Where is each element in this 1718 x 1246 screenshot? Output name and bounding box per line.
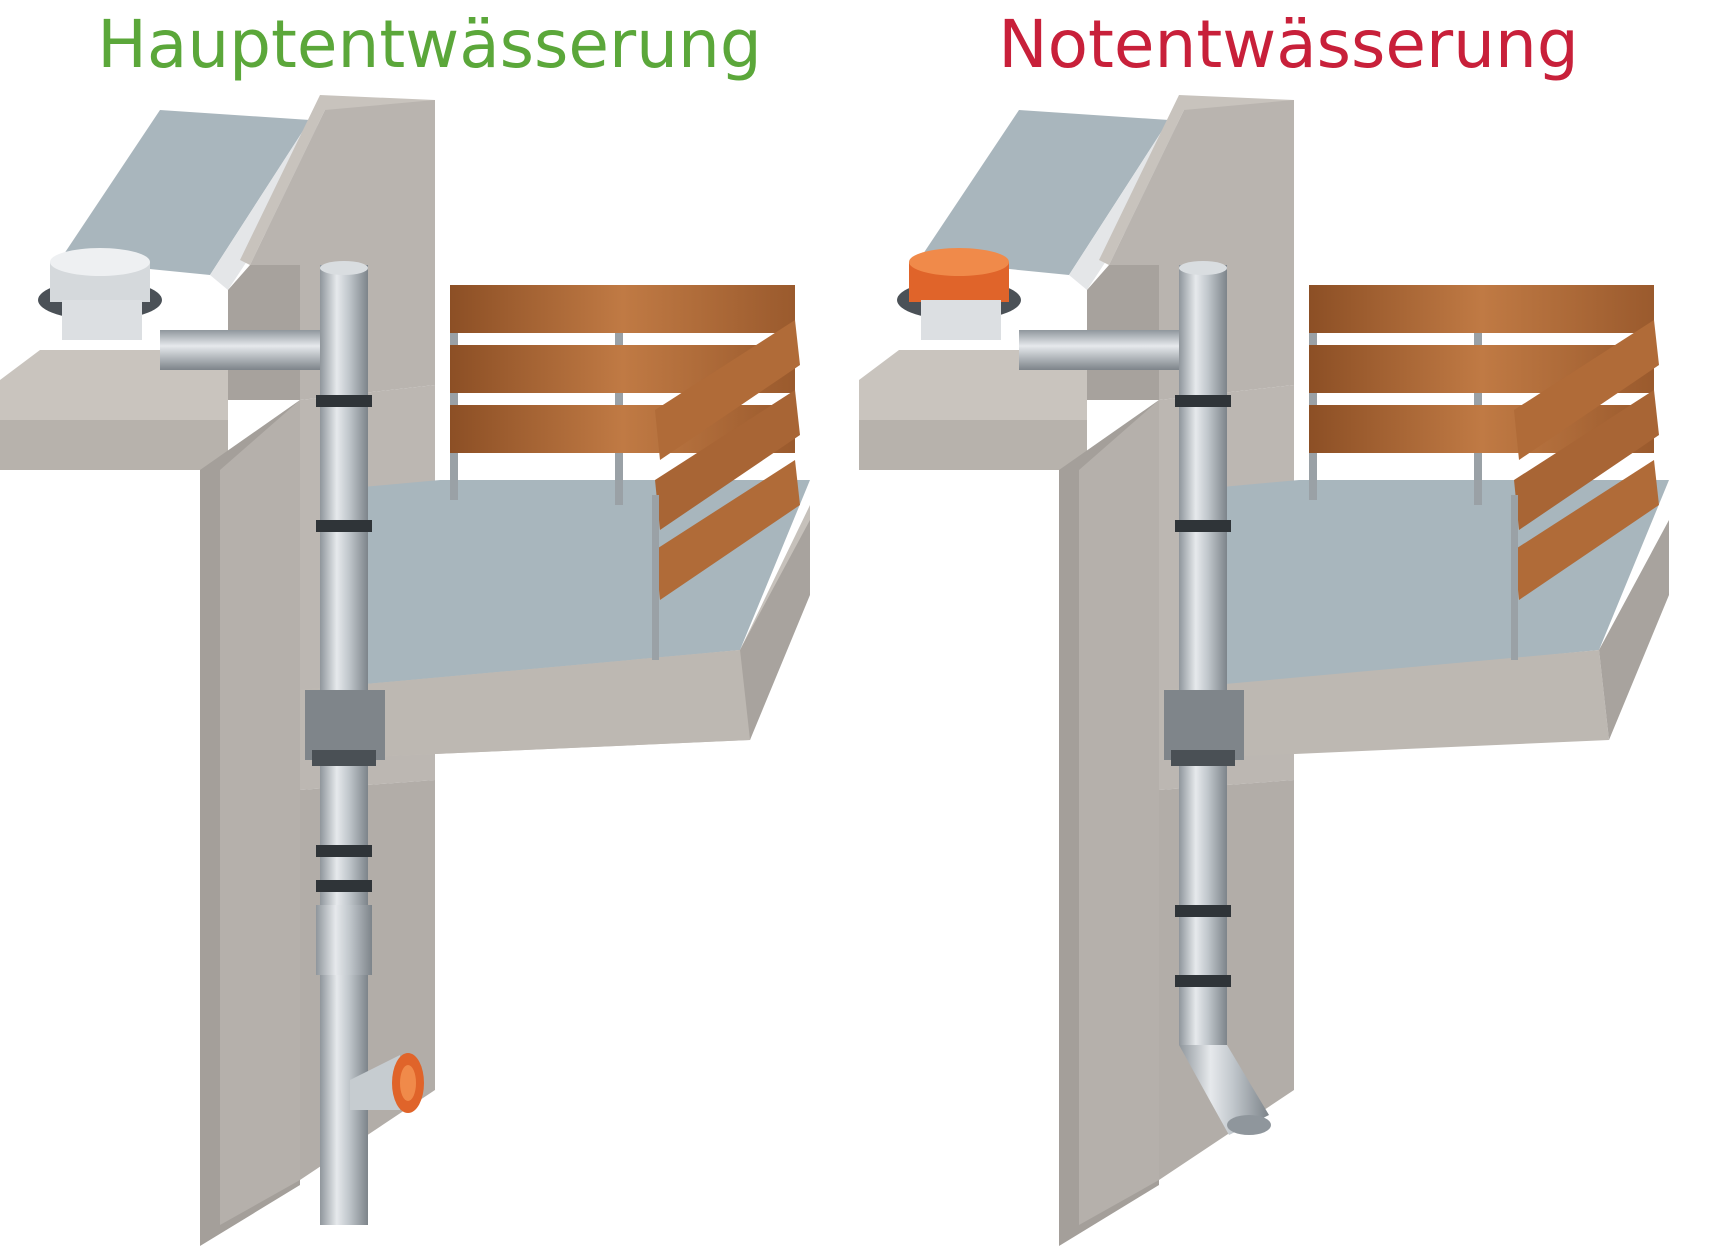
cleanout-fitting xyxy=(350,1053,424,1113)
main-drainage-illustration xyxy=(0,95,810,1246)
main-drainage-title: Hauptentwässerung xyxy=(97,6,762,83)
emergency-drainage-title: Notentwässerung xyxy=(998,6,1579,83)
horizontal-pipe xyxy=(1019,330,1189,370)
angled-outlet xyxy=(1179,1045,1271,1135)
emergency-drainage-illustration xyxy=(859,95,1669,1246)
roof-drain-silver xyxy=(38,248,162,340)
horizontal-pipe xyxy=(160,330,330,370)
main-drainage-panel: Hauptentwässerung xyxy=(0,6,810,1246)
railing xyxy=(450,285,800,660)
emergency-drainage-panel: Notentwässerung xyxy=(859,0,1718,1246)
railing xyxy=(1309,285,1659,660)
roof-drain-orange xyxy=(897,248,1021,340)
downpipe xyxy=(305,261,385,1225)
downpipe xyxy=(1164,261,1244,1045)
